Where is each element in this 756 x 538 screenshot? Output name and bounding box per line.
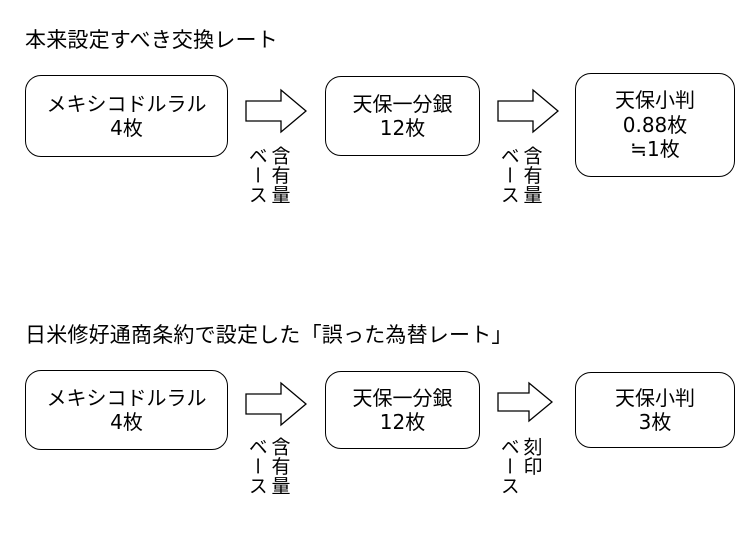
right-block-arrow-icon xyxy=(245,88,307,134)
node-tenpo-ichibugin: 天保一分銀 12枚 xyxy=(325,371,480,449)
node-mexican-dollar: メキシコドルラル 4枚 xyxy=(25,75,228,157)
node-line: 天保一分銀 xyxy=(352,91,453,116)
edge-label-column: ベース xyxy=(497,437,520,496)
node-line: 4枚 xyxy=(110,410,143,434)
section-title-proper-rate: 本来設定すべき交換レート xyxy=(25,28,278,52)
node-line: メキシコドルラル xyxy=(46,91,207,116)
edge-label-content-basis-1: 含有量 ベース xyxy=(245,437,291,496)
node-line: 0.88枚 xyxy=(622,112,688,137)
flow-diagram-treaty-wrong-rate: メキシコドルラル 4枚 含有量 ベース 天保一分銀 12枚 刻印 ベース 天保小 xyxy=(0,295,756,535)
node-line: 12枚 xyxy=(379,410,426,434)
node-line: メキシコドルラル xyxy=(46,385,207,410)
edge-label-column: 含有量 xyxy=(268,146,291,205)
edge-label-column: 刻印 xyxy=(520,437,543,476)
node-line: 天保一分銀 xyxy=(352,385,453,410)
node-tenpo-koban: 天保小判 0.88枚 ≒1枚 xyxy=(575,73,735,177)
node-line: ≒1枚 xyxy=(630,137,680,162)
edge-label-column: ベース xyxy=(245,146,268,205)
right-block-arrow-icon xyxy=(497,88,559,134)
right-block-arrow-icon xyxy=(245,381,307,427)
node-line: 4枚 xyxy=(110,116,143,140)
node-line: 12枚 xyxy=(379,116,426,140)
edge-label-column: ベース xyxy=(497,146,520,205)
section-title-treaty-wrong-rate: 日米修好通商条約で設定した「誤った為替レート」 xyxy=(25,323,513,347)
flow-diagram-proper-rate: メキシコドルラル 4枚 含有量 ベース 天保一分銀 12枚 含有量 ベース 天保 xyxy=(0,0,756,240)
node-tenpo-ichibugin: 天保一分銀 12枚 xyxy=(325,76,480,156)
edge-label-content-basis-1: 含有量 ベース xyxy=(245,146,291,205)
edge-label-column: 含有量 xyxy=(520,146,543,205)
node-line: 天保小判 xyxy=(615,88,695,113)
edge-label-column: ベース xyxy=(245,437,268,496)
node-line: 3枚 xyxy=(638,410,672,434)
node-line: 天保小判 xyxy=(615,385,695,410)
node-tenpo-koban: 天保小判 3枚 xyxy=(575,372,735,448)
edge-label-content-basis-2: 含有量 ベース xyxy=(497,146,543,205)
edge-label-column: 含有量 xyxy=(268,437,291,496)
right-block-arrow-icon xyxy=(497,381,553,423)
node-mexican-dollar: メキシコドルラル 4枚 xyxy=(25,370,228,450)
edge-label-stamp-basis: 刻印 ベース xyxy=(497,437,543,496)
